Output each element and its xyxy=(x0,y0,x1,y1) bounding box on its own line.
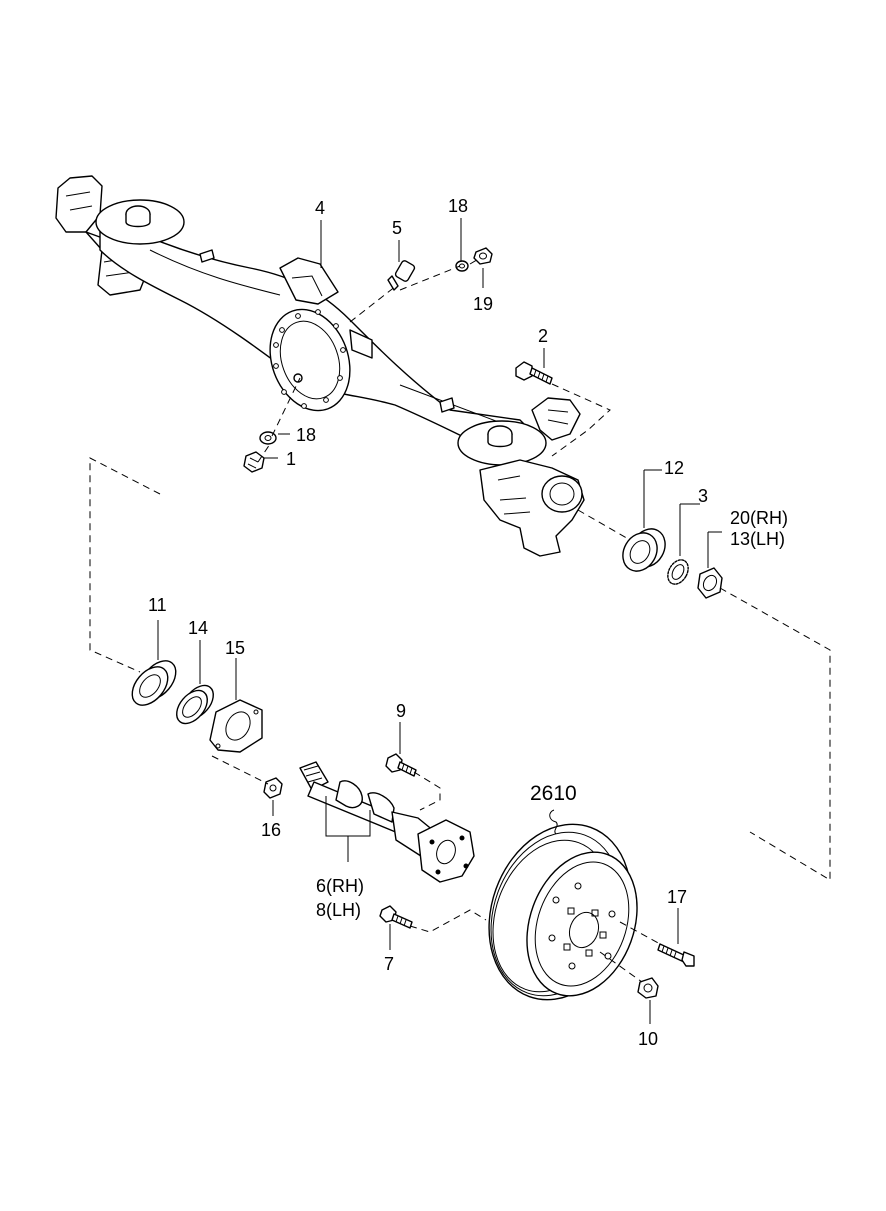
callout-18-bottom: 18 xyxy=(296,425,316,445)
callout-1: 1 xyxy=(286,449,296,469)
part-9-bolt xyxy=(385,753,417,777)
part-3-lock-washer xyxy=(667,559,689,585)
callout-14: 14 xyxy=(188,618,208,638)
callout-12: 12 xyxy=(664,458,684,478)
callout-3: 3 xyxy=(698,486,708,506)
callout-15: 15 xyxy=(225,638,245,658)
part-20-13-lock-nut xyxy=(697,567,723,599)
part-16-nut xyxy=(263,777,283,799)
callout-16: 16 xyxy=(261,820,281,840)
part-14-oil-seal xyxy=(176,684,214,725)
part-15-retainer-plate xyxy=(209,699,263,753)
callout-leaders xyxy=(157,218,722,1024)
part-2610-brake-drum xyxy=(488,823,638,1001)
callout-18-top: 18 xyxy=(448,196,468,216)
part-6-8-axle-shaft xyxy=(299,761,475,883)
assembly-dashed-lines xyxy=(89,257,831,983)
axle-housing xyxy=(55,175,585,557)
part-17-bolt xyxy=(657,943,695,967)
part-10-nut xyxy=(637,977,659,999)
callout-9: 9 xyxy=(396,701,406,721)
part-11-bearing xyxy=(131,660,177,706)
callout-6-rh: 6(RH) xyxy=(316,876,364,896)
part-18-washer-top xyxy=(455,260,469,272)
part-5-plug xyxy=(387,260,416,291)
callout-2610: 2610 xyxy=(530,782,577,805)
callout-10: 10 xyxy=(638,1029,658,1049)
callout-19: 19 xyxy=(473,294,493,314)
callout-4: 4 xyxy=(315,198,325,218)
callout-17: 17 xyxy=(667,887,687,907)
callout-2: 2 xyxy=(538,326,548,346)
part-7-bolt xyxy=(379,905,413,929)
part-19-nut xyxy=(473,247,493,265)
callout-5: 5 xyxy=(392,218,402,238)
part-12-bearing xyxy=(622,528,666,572)
callout-7: 7 xyxy=(384,954,394,974)
callout-20-rh: 20(RH) xyxy=(730,508,788,528)
callout-11: 11 xyxy=(148,595,167,615)
part-2-bolt xyxy=(515,361,553,385)
callout-labels: 4 5 18 19 2 18 1 12 3 20(RH) 13(LH) 11 1… xyxy=(148,196,788,1049)
part-1-plug xyxy=(243,451,265,473)
callout-8-lh: 8(LH) xyxy=(316,900,361,920)
callout-13-lh: 13(LH) xyxy=(730,529,785,549)
